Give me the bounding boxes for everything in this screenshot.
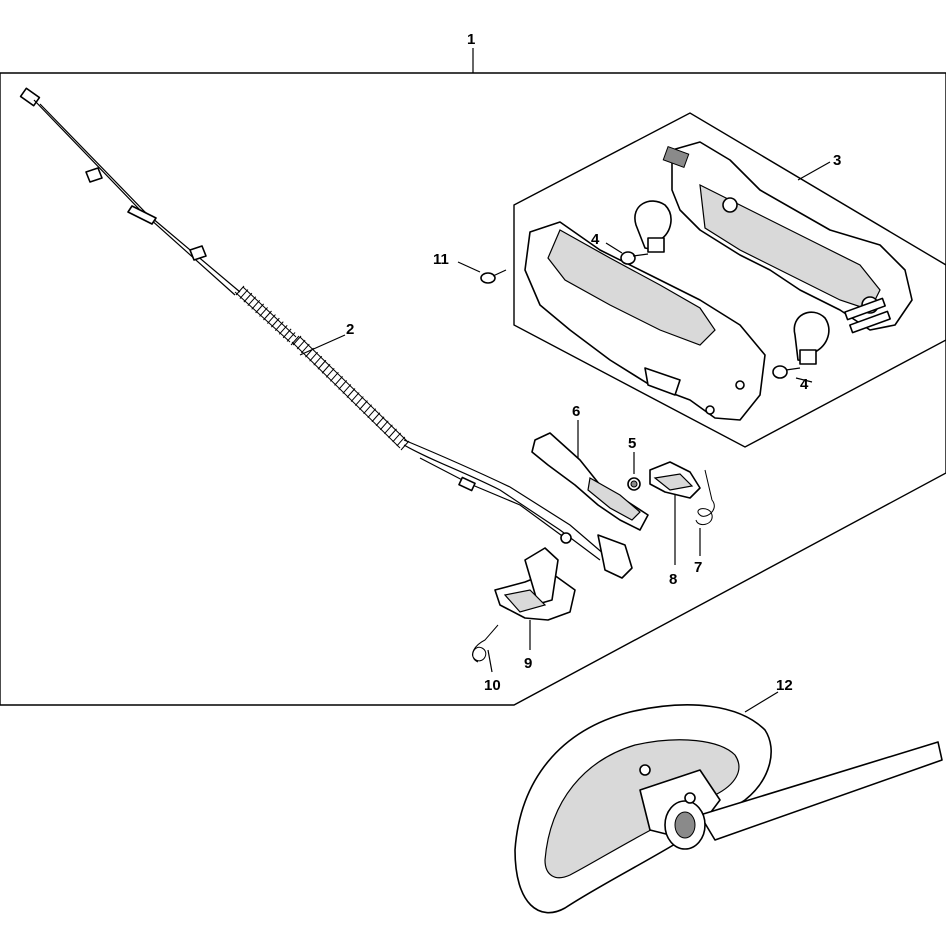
- housing-subframe: [513, 112, 946, 448]
- callout-3: 3: [833, 152, 841, 169]
- clamp-upper: [634, 200, 672, 253]
- callout-2: 2: [346, 321, 354, 338]
- clamp-lower: [793, 311, 830, 365]
- leader-2: [299, 334, 346, 356]
- screw-4-upper: [620, 251, 649, 265]
- callout-4b: 4: [800, 376, 809, 393]
- leader-3: [797, 161, 831, 181]
- callout-4a: 4: [591, 231, 600, 248]
- callout-9: 9: [524, 655, 532, 672]
- screw-4-lower: [772, 365, 801, 379]
- handle-housing-half: [662, 141, 913, 334]
- leader-12: [744, 691, 779, 713]
- throttle-cable: [19, 87, 633, 579]
- callout-8: 8: [669, 571, 677, 588]
- leader-4a: [605, 242, 623, 254]
- callout-11: 11: [433, 251, 449, 268]
- callout-6: 6: [572, 403, 580, 420]
- lever-8: [649, 461, 701, 499]
- leader-4b: [795, 377, 813, 383]
- leader-11: [457, 261, 481, 273]
- interlock-lever-9: [494, 547, 576, 621]
- throttle-trigger: [531, 432, 649, 531]
- screw-11: [480, 269, 507, 284]
- leader-10: [487, 649, 493, 673]
- nut-5: [627, 477, 641, 491]
- callout-10: 10: [484, 677, 501, 694]
- grip-shell: [524, 221, 766, 421]
- assembly-frame: [0, 72, 946, 706]
- loop-handle-12: [514, 704, 943, 914]
- callout-12: 12: [776, 677, 793, 694]
- callout-5: 5: [628, 435, 636, 452]
- spring-10: [472, 624, 499, 663]
- callout-1: 1: [467, 31, 475, 48]
- spring-7: [695, 469, 715, 526]
- callout-7: 7: [694, 559, 702, 576]
